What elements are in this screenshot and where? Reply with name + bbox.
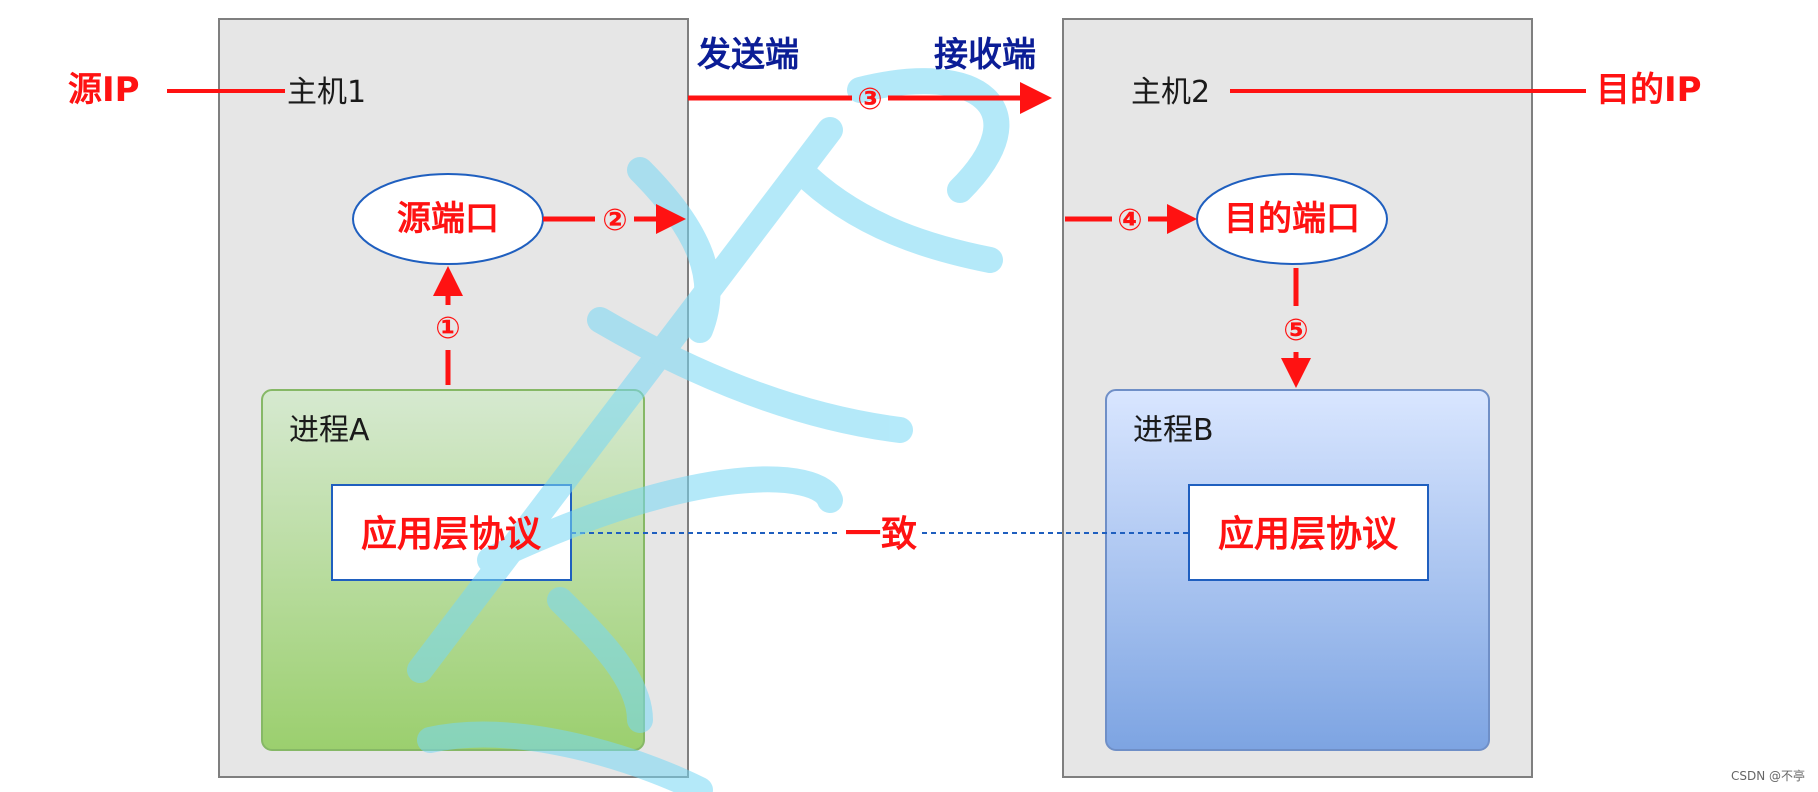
- host2-label: 主机2: [1131, 75, 1210, 110]
- step-1-label: ①: [435, 311, 460, 346]
- dest-ip-label: 目的IP: [1596, 70, 1702, 110]
- arrow-3-head: [1020, 82, 1052, 114]
- source-port-label: 源端口: [397, 199, 499, 239]
- arrow-2-head: [656, 204, 686, 234]
- process-a-label: 进程A: [289, 413, 370, 448]
- protocol-b-label: 应用层协议: [1218, 514, 1399, 555]
- arrow-1-head: [433, 266, 463, 296]
- protocol-box-b: [1188, 484, 1429, 581]
- process-b-label: 进程B: [1133, 413, 1214, 448]
- step-3-label: ③: [857, 82, 882, 117]
- step-5-label: ⑤: [1283, 313, 1308, 348]
- footer-credit: CSDN @不亭: [1731, 768, 1805, 783]
- arrow-4-head: [1167, 204, 1197, 234]
- dest-port-label: 目的端口: [1224, 199, 1360, 239]
- consistent-label: 一致: [845, 514, 917, 555]
- arrow-5-head: [1281, 358, 1311, 388]
- step-4-label: ④: [1117, 203, 1142, 238]
- host1-label: 主机1: [287, 75, 366, 110]
- protocol-a-label: 应用层协议: [361, 514, 542, 555]
- sender-label: 发送端: [697, 35, 799, 75]
- step-2-label: ②: [602, 203, 627, 238]
- source-ip-label: 源IP: [68, 70, 140, 110]
- watermark-strokes: [407, 68, 1010, 792]
- receiver-label: 接收端: [934, 35, 1036, 75]
